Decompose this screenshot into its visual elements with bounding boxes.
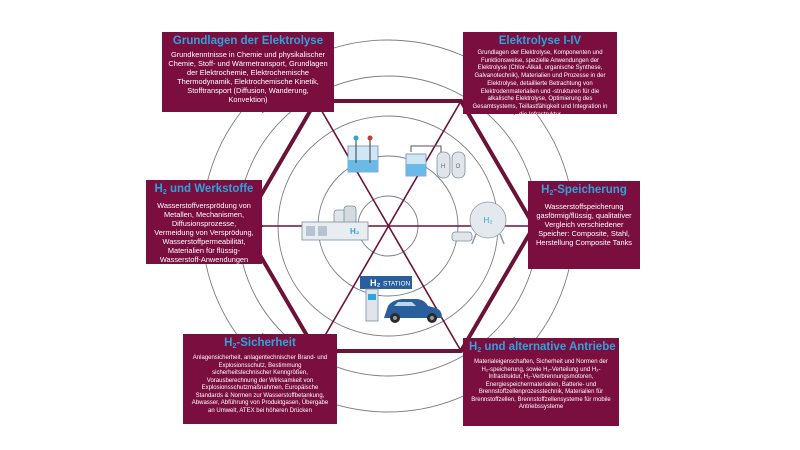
h2-station-car-icon: H₂ STATION (360, 276, 442, 323)
box-grundlagen-elektrolyse: Grundlagen der Elektrolyse Grundkenntnis… (162, 32, 334, 112)
lab-beaker-icon (347, 135, 379, 173)
box-elektrolyse-title: Elektrolyse I-IV (498, 35, 582, 47)
tank-h2-label: H₂ (484, 216, 493, 225)
box-speicherung-body: Wasserstoffspeicherung gasförmig/flüssig… (536, 202, 632, 247)
box-speicherung-title: H2-Speicherung (541, 184, 627, 197)
plant-h2-label: H₂ (350, 227, 360, 236)
box-h2-sicherheit: H2-Sicherheit Anlagensicherheit, anlagen… (183, 334, 337, 424)
box-grundlagen-title: Grundlagen der Elektrolyse (172, 35, 324, 47)
svg-text:H: H (441, 164, 445, 170)
station-label: STATION (383, 281, 411, 288)
svg-text:O: O (456, 164, 461, 170)
box-antriebe-body: Materialeigenschaften, Sicherheit und No… (471, 359, 611, 410)
spherical-tank-icon: H₂ (451, 201, 507, 245)
box-elektrolyse-body: Grundlagen der Elektrolyse, Komponenten … (472, 50, 608, 118)
box-sicherheit-body: Anlagensicherheit, anlagentechnischer Br… (191, 355, 329, 414)
box-h2-werkstoffe: H2 und Werkstoffe Wasserstoffversprödung… (146, 180, 262, 264)
industrial-plant-icon: H₂ (301, 205, 369, 241)
box-grundlagen-body: Grundkenntnisse in Chemie und physikalis… (168, 50, 328, 104)
box-elektrolyse-i-iv: Elektrolyse I-IV Grundlagen der Elektrol… (463, 32, 617, 118)
box-werkstoffe-body: Wasserstoffversprödung von Metallen, Mec… (154, 201, 254, 264)
box-h2-speicherung: H2-Speicherung Wasserstoffspeicherung ga… (528, 181, 640, 269)
box-h2-alternative-antriebe: H2 und alternative Antriebe Materialeige… (463, 338, 619, 426)
electrolyser-tanks-icon: H O (405, 145, 466, 179)
box-antriebe-title: H2 und alternative Antriebe (469, 341, 616, 354)
box-sicherheit-title: H2-Sicherheit (224, 337, 296, 350)
station-h2-label: H₂ (370, 278, 381, 288)
box-werkstoffe-title: H2 und Werkstoffe (154, 183, 254, 196)
